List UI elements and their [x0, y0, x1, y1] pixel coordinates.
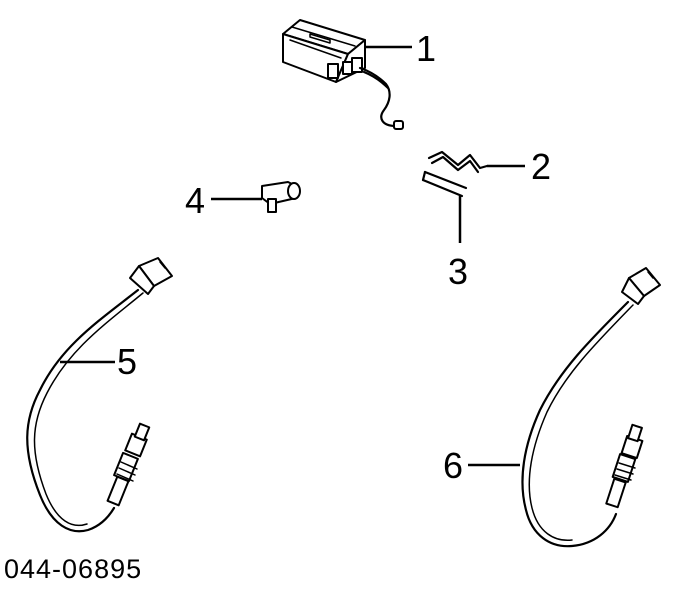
callout-5: 5 — [117, 341, 137, 382]
diagram-code: 044-06895 — [4, 554, 142, 584]
part-3-gasket — [421, 170, 468, 243]
part-4-connector — [211, 181, 301, 213]
part-2-bracket — [427, 150, 525, 174]
callout-2: 2 — [531, 146, 551, 187]
callout-3: 3 — [448, 251, 468, 292]
callout-4: 4 — [185, 180, 205, 221]
part-1-canister — [282, 19, 412, 130]
callout-6: 6 — [443, 445, 463, 486]
callout-1: 1 — [416, 28, 436, 69]
part-5-oxygen-sensor — [26, 257, 173, 533]
part-6-oxygen-sensor — [468, 267, 661, 548]
